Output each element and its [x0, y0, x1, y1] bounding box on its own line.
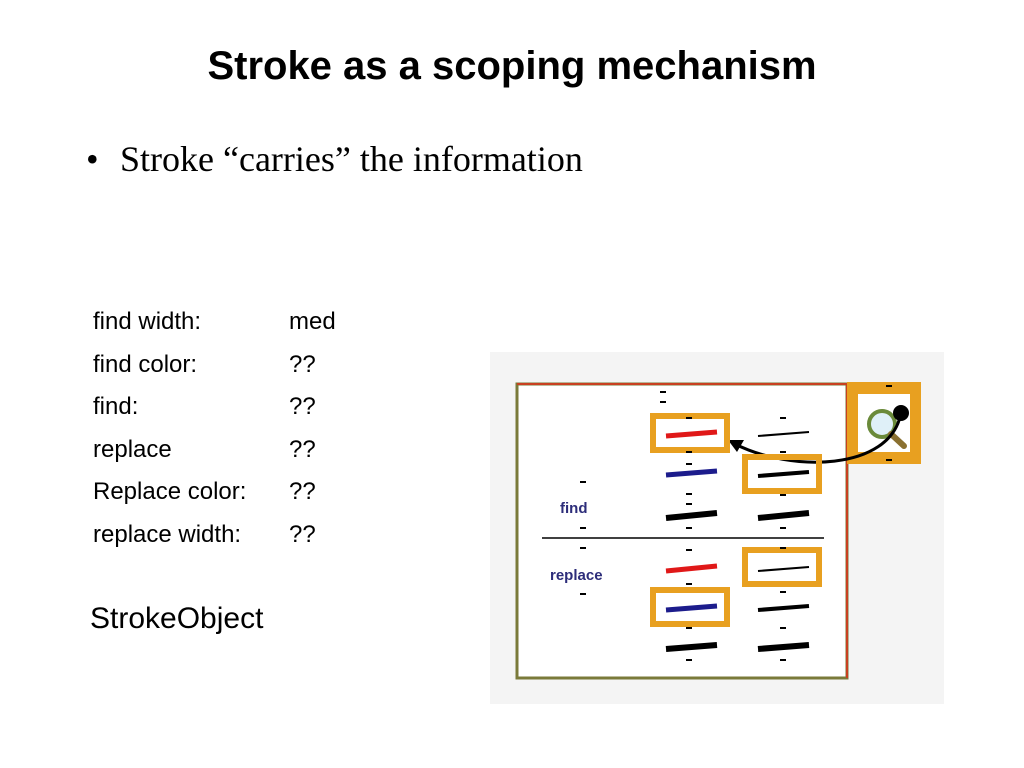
- black-stroke: [757, 642, 810, 652]
- stroke-figure-svg: find replace: [490, 352, 944, 704]
- property-row: find width: med: [93, 306, 336, 349]
- property-list: find width: med find color:?? find:?? rep…: [93, 306, 336, 561]
- red-stroke: [665, 563, 718, 574]
- property-key: find:: [93, 393, 139, 420]
- bullet-icon: •: [86, 139, 99, 179]
- property-key: Replace color:: [93, 478, 247, 505]
- property-row: find color:??: [93, 349, 336, 392]
- blue-stroke: [665, 603, 718, 613]
- black-stroke: [665, 510, 718, 521]
- highlight-box: [650, 413, 730, 453]
- property-row: replace width:??: [93, 519, 336, 562]
- property-row: Replace color:??: [93, 476, 336, 519]
- figure-caption: StrokeObject: [90, 602, 264, 635]
- black-stroke: [757, 566, 810, 572]
- property-key: replace: [93, 435, 172, 463]
- stroke-figure: find replace: [490, 352, 944, 704]
- property-row: replace??: [93, 434, 336, 477]
- black-stroke: [757, 510, 810, 521]
- property-value: ??: [289, 350, 316, 378]
- find-label: find: [560, 500, 588, 517]
- property-value: ??: [289, 435, 316, 463]
- magnifier-icon[interactable]: [867, 409, 907, 449]
- bullet-text: Stroke “carries” the information: [120, 139, 583, 179]
- property-value: ??: [289, 393, 316, 420]
- property-row: find:??: [93, 391, 336, 434]
- replace-label: replace: [550, 567, 603, 584]
- slide-title: Stroke as a scoping mechanism: [207, 44, 817, 88]
- black-stroke: [757, 431, 810, 437]
- arrowhead: [728, 440, 744, 452]
- tick-marks: [580, 385, 892, 661]
- highlight-box: [650, 587, 730, 627]
- red-stroke: [665, 429, 718, 439]
- highlight-box: [742, 547, 822, 587]
- property-value: med: [289, 308, 336, 335]
- property-key: replace width:: [93, 520, 242, 548]
- arrow-path: [734, 412, 903, 464]
- property-value: ??: [289, 520, 316, 548]
- highlight-box: [742, 454, 822, 494]
- black-stroke: [757, 470, 810, 478]
- blue-stroke: [665, 468, 718, 478]
- black-stroke: [757, 604, 810, 612]
- black-stroke: [665, 642, 718, 652]
- property-key: find color:: [93, 350, 198, 378]
- property-key: find width:: [93, 308, 202, 335]
- canvas-window: [515, 382, 849, 680]
- property-value: ??: [289, 478, 316, 505]
- bullet-point: • Stroke “carries” the information: [86, 138, 583, 180]
